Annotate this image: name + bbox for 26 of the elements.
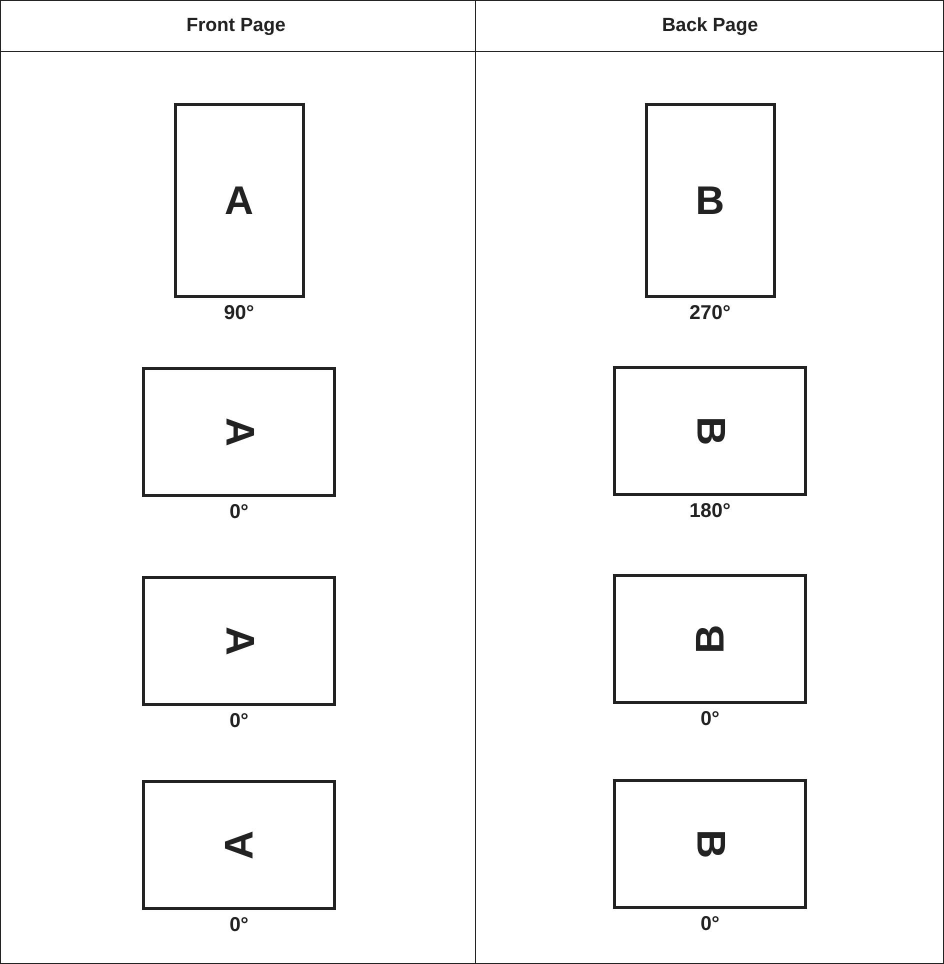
rotation-label: 0° [228, 710, 250, 733]
page-box [174, 103, 304, 298]
page-letter: B [690, 624, 730, 654]
page-box [613, 779, 807, 909]
page-box [142, 576, 336, 706]
page-letter: A [219, 418, 259, 446]
page-letter: B [690, 416, 730, 446]
rotation-label: 0° [699, 708, 721, 731]
rotation-label: 0° [699, 913, 721, 936]
page-box [142, 367, 336, 497]
rotation-label: 270° [688, 302, 732, 325]
column-header: Front Page [185, 15, 287, 37]
page-letter: A [219, 830, 259, 860]
page-letter: B [696, 180, 724, 220]
column-header: Back Page [660, 15, 760, 37]
page-box [644, 103, 776, 298]
page-letter: B [690, 830, 730, 858]
page-box [613, 366, 807, 496]
page-box [142, 780, 336, 910]
rotation-label: 0° [228, 914, 250, 937]
page-letter: A [219, 626, 259, 656]
rotation-label: 0° [228, 501, 250, 524]
rotation-label: 180° [688, 500, 732, 523]
page-letter: A [224, 180, 254, 220]
rotation-label: 90° [222, 302, 256, 325]
page-box [613, 574, 807, 704]
